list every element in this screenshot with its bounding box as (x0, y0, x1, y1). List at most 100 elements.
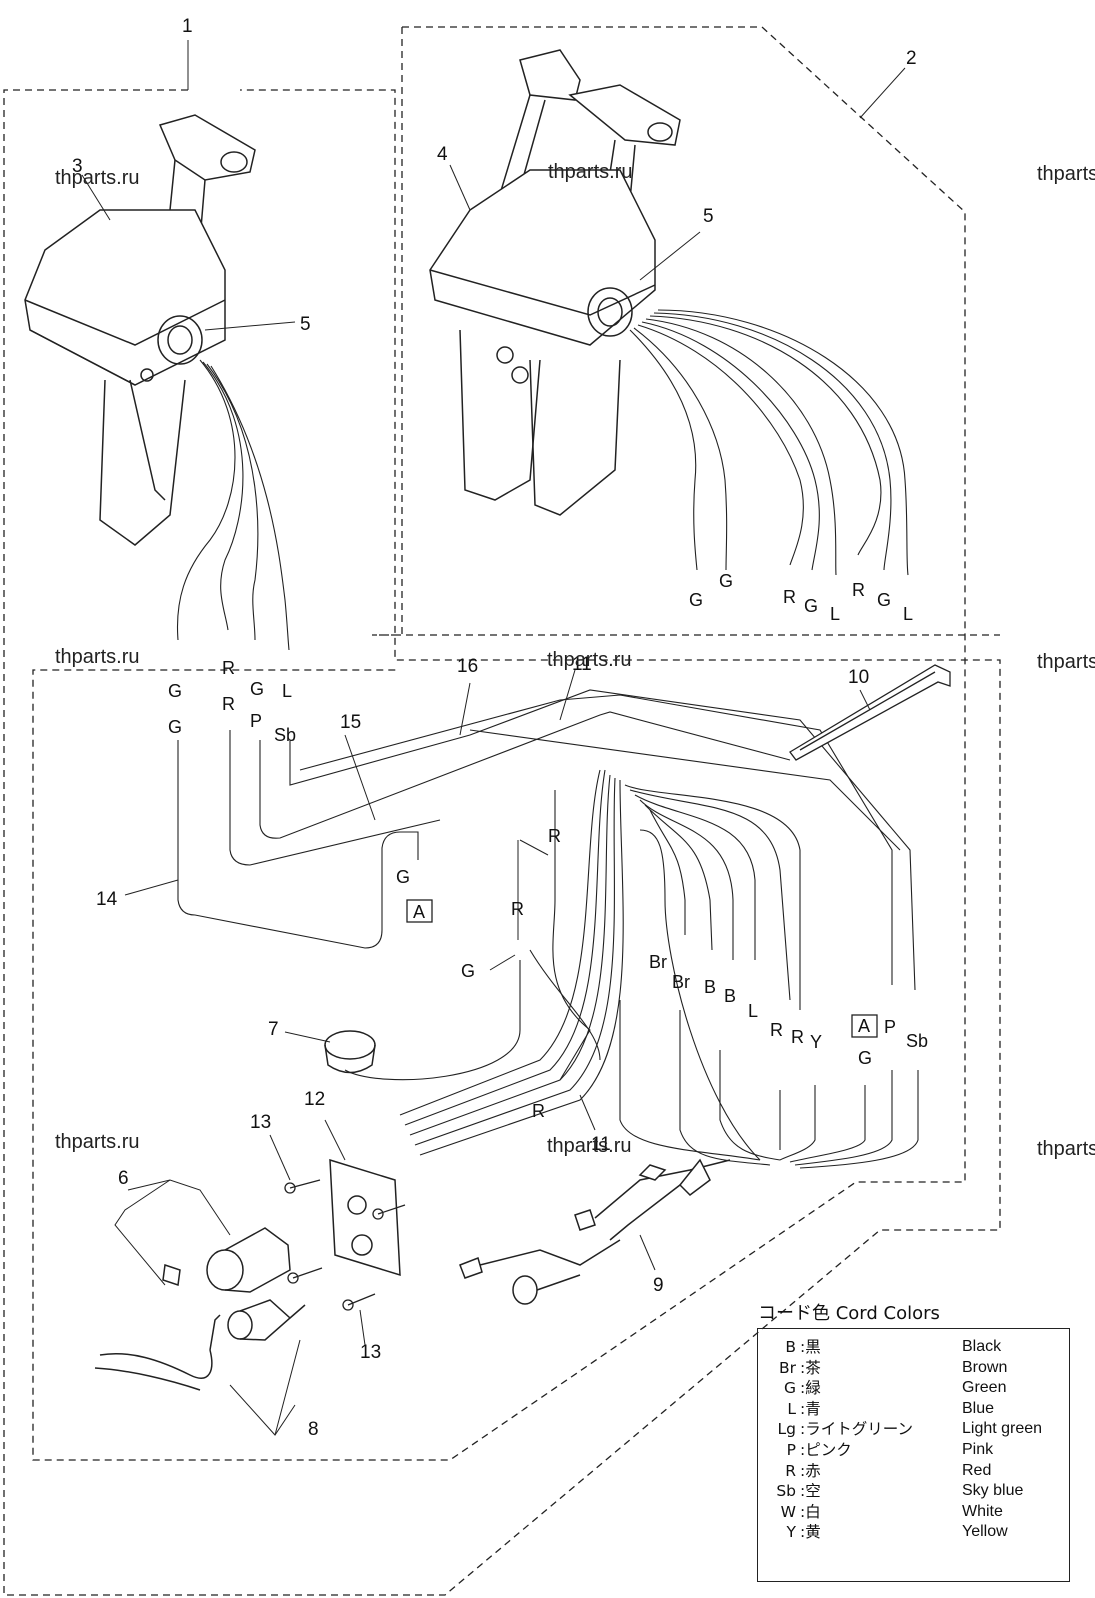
wire-label: L (830, 604, 840, 624)
callout-2: 2 (906, 48, 917, 69)
legend-english: Yellow (962, 1523, 1008, 1541)
callout-11-top: 11 (572, 654, 592, 675)
legend-japanese: :ライトグリーン (800, 1420, 913, 1439)
wire-label: Sb (274, 725, 296, 745)
main-harness-connectors (459, 1158, 731, 1305)
switch-wire-bundle (344, 769, 919, 1169)
watermark: thparts.ru (1037, 651, 1095, 673)
callout-10: 10 (848, 667, 869, 688)
legend-english: Black (962, 1338, 1002, 1355)
legend-japanese: :赤 (800, 1461, 821, 1480)
buzzer (324, 1030, 376, 1074)
callout-9: 9 (653, 1275, 664, 1296)
wire-label: L (903, 604, 913, 624)
main-switch (162, 1227, 291, 1293)
callout-3: 3 (72, 156, 83, 177)
wire-label: Br (649, 952, 667, 972)
wire-label: G (877, 590, 891, 610)
extension-harness (177, 689, 916, 991)
callout-16: 16 (457, 656, 478, 677)
dual-control-wires (629, 309, 909, 576)
wire-label: Y (810, 1032, 822, 1052)
stop-switch (94, 1299, 306, 1391)
legend-code: W (780, 1502, 796, 1521)
screws (284, 1179, 406, 1311)
wire-label: G (719, 571, 733, 591)
wire-label: R (791, 1027, 804, 1047)
legend-japanese: :緑 (800, 1379, 821, 1398)
legend-code: Sb (776, 1482, 796, 1501)
wire-label: L (748, 1001, 758, 1021)
wire-label: B (704, 977, 716, 997)
watermark: thparts.ru (55, 646, 139, 668)
wire-label: G (250, 679, 264, 699)
legend-japanese: :茶 (800, 1358, 821, 1377)
legend-english: Sky blue (962, 1482, 1024, 1500)
callout-13-top: 13 (250, 1112, 271, 1133)
connector-a-box-left (406, 899, 433, 923)
legend-japanese: :白 (800, 1502, 821, 1521)
connector-a-box-right (851, 1014, 878, 1038)
watermark: thparts.ru (55, 167, 139, 189)
legend-code: Y (786, 1523, 796, 1542)
wire-label: B (724, 986, 736, 1006)
wire-label: G (461, 961, 475, 981)
legend-english: Brown (962, 1358, 1008, 1376)
legend-code: P (786, 1440, 796, 1459)
wire-label-a: A (858, 1016, 870, 1036)
wire-label: R (770, 1020, 783, 1040)
legend-english: Light green (962, 1420, 1043, 1438)
single-control-wires (176, 359, 290, 651)
callout-14: 14 (96, 889, 118, 910)
cable-tie (789, 664, 951, 761)
legend-code: R (785, 1461, 796, 1480)
group-boundary-1 (3, 89, 1001, 1596)
leader-lines (81, 40, 906, 1436)
legend-code: G (783, 1379, 796, 1398)
legend-title: コード色 Cord Colors (758, 1303, 940, 1324)
wire-label: G (396, 867, 410, 887)
legend-english: Blue (962, 1399, 995, 1417)
wire-label: R (222, 658, 235, 678)
wire-label: L (282, 681, 292, 701)
wire-label-a: A (413, 902, 425, 922)
wire-label: P (884, 1017, 896, 1037)
wire-labels: G G R G L R G L G G R R G P L Sb G A R R… (168, 571, 928, 1121)
watermark: thparts.ru (1037, 1138, 1095, 1160)
wire-label: Sb (906, 1031, 928, 1051)
callout-13-bottom: 13 (360, 1342, 381, 1363)
callout-11-bottom: 11 (591, 1134, 611, 1155)
legend-japanese: :空 (800, 1482, 821, 1501)
single-lever-control (24, 114, 256, 546)
watermark: thparts.ru (548, 161, 632, 183)
wire-label: R (783, 587, 796, 607)
wire-label: R (548, 826, 561, 846)
legend-japanese: :ピンク (800, 1440, 852, 1459)
wire-label: R (532, 1101, 545, 1121)
callout-1: 1 (182, 16, 193, 37)
legend-english: White (962, 1502, 1003, 1520)
group-boundary-2 (32, 26, 1000, 1461)
callout-numbers: 1 2 3 4 5 5 6 7 8 9 10 11 11 12 13 13 14… (72, 16, 917, 1440)
watermark: thparts.ru (55, 1131, 139, 1153)
watermark: thparts.ru (547, 649, 631, 671)
callout-8: 8 (308, 1419, 319, 1440)
wire-label: R (852, 580, 865, 600)
callout-6: 6 (118, 1168, 129, 1189)
dual-lever-control (429, 49, 681, 516)
watermarks: thparts.ru thparts.ru thparts.ru thparts… (55, 161, 1095, 1160)
wire-label: G (168, 681, 182, 701)
callout-5-dual: 5 (703, 206, 714, 227)
legend-code: Br (778, 1358, 796, 1377)
wire-label: G (689, 590, 703, 610)
legend-japanese: :青 (800, 1399, 821, 1418)
wire-label: G (168, 717, 182, 737)
legend-code: Lg (777, 1420, 796, 1439)
